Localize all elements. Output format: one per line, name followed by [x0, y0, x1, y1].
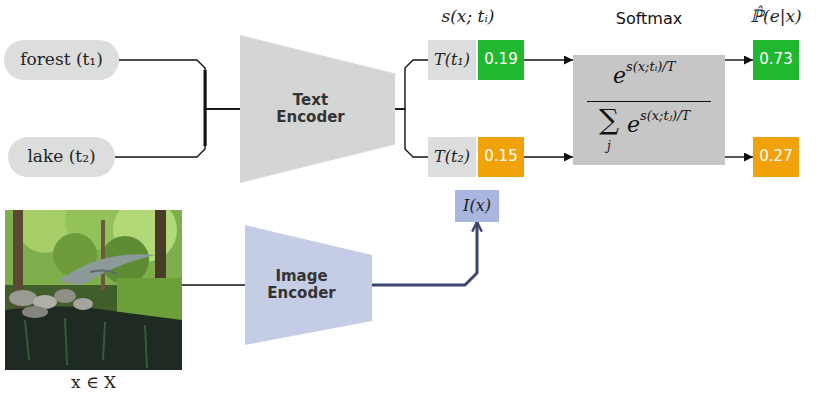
embedding-text: T(t₁)	[434, 51, 470, 69]
value-text: 0.19	[484, 51, 517, 68]
connector	[524, 156, 573, 157]
encoder-label: Image Encoder	[262, 268, 342, 303]
connector	[372, 222, 477, 285]
connector	[725, 156, 753, 157]
sum-symbol: ∑	[599, 106, 619, 134]
softmax-title: Softmax	[573, 11, 725, 27]
embedding-text: T(t₂)	[434, 148, 470, 166]
encoder-trapezoid: Text Encoder	[240, 35, 395, 183]
probability-box: 0.27	[753, 137, 799, 177]
trapezoid-fill	[240, 35, 395, 183]
value-text: 0.27	[759, 148, 792, 165]
score-box: 0.19	[478, 40, 524, 80]
embedding-box: I(x)	[455, 190, 499, 222]
formula-base: e	[613, 65, 626, 87]
encoder-label: Text Encoder	[271, 92, 351, 127]
embedding-box: T(t₁)	[428, 40, 476, 80]
forest-lake-photo	[5, 210, 182, 370]
trapezoid-fill	[245, 225, 372, 345]
sum-index: j	[607, 140, 611, 152]
prompt-text: lake (t₂)	[27, 147, 95, 167]
connector	[115, 109, 240, 157]
value-text: 0.73	[759, 51, 792, 68]
input-image: x ∈ X	[5, 210, 182, 370]
score-box: 0.15	[478, 137, 524, 177]
connector	[725, 59, 753, 60]
formula-exponent: s(x;tᵢ)/T	[626, 60, 675, 73]
softmax-box: Softmaxes(x;tᵢ)/T∑jes(x;tⱼ)/T	[573, 55, 725, 165]
column-heading: ℙ̂(e|x)	[750, 6, 801, 26]
formula-exponent: s(x;tⱼ)/T	[640, 109, 690, 122]
prompt-pill: lake (t₂)	[8, 137, 115, 177]
prompt-pill: forest (t₁)	[4, 40, 119, 80]
column-heading: s(x; tᵢ)	[442, 6, 495, 26]
embedding-text: I(x)	[463, 197, 491, 215]
connector	[182, 284, 245, 285]
embedding-box: T(t₂)	[428, 137, 476, 177]
image-caption: x ∈ X	[5, 374, 182, 391]
connector	[524, 59, 573, 60]
connector	[119, 60, 240, 109]
formula-base: e	[627, 114, 640, 136]
encoder-trapezoid: Image Encoder	[245, 225, 372, 345]
probability-box: 0.73	[753, 40, 799, 80]
prompt-text: forest (t₁)	[20, 50, 103, 70]
value-text: 0.15	[484, 148, 517, 165]
fraction-bar	[587, 101, 711, 102]
connector	[395, 109, 428, 157]
connector	[395, 60, 428, 109]
